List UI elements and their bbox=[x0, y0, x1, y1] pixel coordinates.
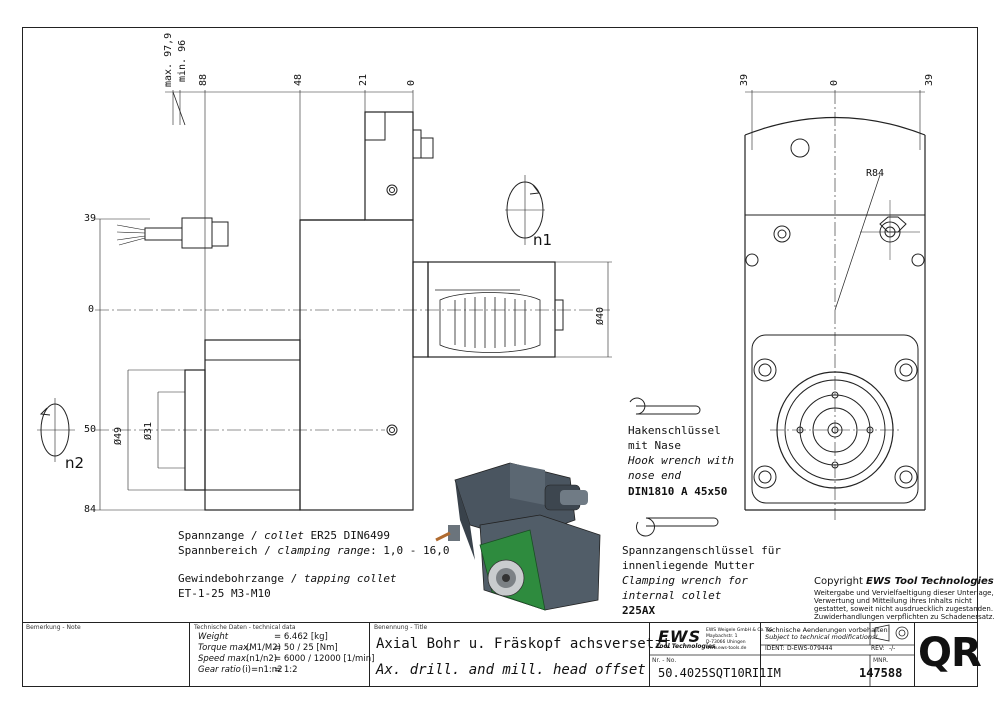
tech-row-torque-value: = 50 / 25 [Nm] bbox=[274, 643, 338, 653]
product-3d-render bbox=[435, 462, 601, 611]
tb-tech-label: Technische Daten - technical data bbox=[194, 624, 296, 631]
note-clampwrench-en2: internal collet bbox=[622, 589, 722, 602]
no-label: Nr. - No. bbox=[652, 657, 677, 664]
ews-logo: EWS bbox=[658, 627, 702, 646]
copyright-line3: gestattet, soweit nicht ausdruecklich zu… bbox=[814, 605, 994, 613]
tb-title-label: Benennung - Title bbox=[374, 624, 428, 631]
dim-48: 48 bbox=[293, 73, 304, 86]
ews-logo-sub: Tool Technologies bbox=[656, 643, 716, 650]
tech-row-torque-key: (M1/M2) bbox=[246, 643, 281, 653]
dim-21: 21 bbox=[358, 73, 369, 86]
note-clampwrench-en1: Clamping wrench for bbox=[622, 574, 748, 587]
dim-50-left: 50 bbox=[84, 424, 97, 435]
notice-en: Subject to technical modifications! bbox=[765, 633, 878, 641]
mnr-label: MNR. bbox=[873, 657, 889, 664]
tech-row-gear-label: Gear ratio bbox=[198, 665, 241, 675]
rotation-label-n2: n2 bbox=[65, 454, 85, 472]
note-clampwrench-spec: 225AX bbox=[622, 604, 656, 617]
tech-row-speed-value: = 6000 / 12000 [1/min] bbox=[274, 654, 375, 664]
note-collet: Spannzange / collet ER25 DIN6499 bbox=[178, 529, 390, 542]
note-tapping: Gewindebohrzange / tapping collet bbox=[178, 572, 397, 585]
note-clamping-range: Spannbereich / clamping range: 1,0 - 16,… bbox=[178, 544, 450, 557]
tech-row-gear-value: = 1:2 bbox=[274, 665, 298, 675]
dim-diam-40: Ø40 bbox=[595, 306, 606, 325]
tb-notice-cell: Technische Aenderungen vorbehalten! Subj… bbox=[760, 622, 915, 687]
tb-tech-cell: Technische Daten - technical data Weight… bbox=[190, 622, 374, 687]
note-hook-en2: nose end bbox=[628, 469, 681, 482]
note-hook-de1: Hakenschlüssel bbox=[628, 424, 721, 437]
tech-row-speed-label: Speed max. bbox=[198, 654, 249, 664]
tb-logo-cell: EWS Tool Technologies EWS Weigele GmbH &… bbox=[650, 622, 781, 687]
company-web: www.ews-tools.de bbox=[706, 646, 747, 651]
tb-remark-label: Bemerkung - Note bbox=[26, 624, 81, 631]
copyright-line2: Verwertung und Mitteilung ihres Inhalts … bbox=[814, 597, 972, 605]
dim-0-top: 0 bbox=[406, 79, 417, 86]
tech-row-weight-value: = 6.462 [kg] bbox=[274, 632, 328, 642]
tech-row-speed-key: (n1/n2) bbox=[246, 654, 278, 664]
dim-front-39-left: 39 bbox=[739, 73, 750, 86]
note-clampwrench-de2: innenliegende Mutter bbox=[622, 559, 755, 572]
part-number: 50.4025SQT10RI1IM bbox=[658, 666, 781, 680]
note-tapping-spec: ET-1-25 M3-M10 bbox=[178, 587, 271, 600]
tech-row-torque-label: Torque max. bbox=[198, 643, 251, 653]
note-hook-de2: mit Nase bbox=[628, 439, 681, 452]
drawing-frame bbox=[22, 27, 978, 687]
tb-remark-cell: Bemerkung - Note bbox=[22, 622, 190, 687]
dim-0-left: 0 bbox=[88, 304, 95, 315]
note-clampwrench-de1: Spannzangenschlüssel für bbox=[622, 544, 781, 557]
dim-front-39-right: 39 bbox=[924, 73, 935, 86]
dim-diam-31: Ø31 bbox=[143, 421, 154, 440]
dim-front-0: 0 bbox=[829, 79, 840, 86]
note-hook-spec: DIN1810 A 45x50 bbox=[628, 485, 728, 498]
ident-label: IDENT: bbox=[765, 645, 785, 652]
dim-84-left: 84 bbox=[84, 504, 97, 515]
qr-label: QR bbox=[918, 630, 982, 676]
tech-row-weight-label: Weight bbox=[198, 632, 229, 642]
copyright-line4: Zuwiderhandlungen verpflichten zu Schade… bbox=[814, 613, 995, 621]
note-hook-en1: Hook wrench with bbox=[628, 454, 734, 467]
company-city: D-73066 Uhingen bbox=[706, 640, 746, 645]
title-german: Axial Bohr u. Fräskopf achsversetzt bbox=[376, 636, 672, 652]
rev-value: -/- bbox=[889, 645, 896, 652]
title-block bbox=[22, 622, 978, 687]
tech-row-gear-key: (i)=n1:n2 bbox=[242, 665, 283, 675]
mnr-value: 147588 bbox=[859, 666, 903, 680]
notice-de: Technische Aenderungen vorbehalten! bbox=[765, 626, 891, 634]
ident-value: D-EWS-079444 bbox=[787, 645, 833, 652]
tb-title-cell: Benennung - Title Axial Bohr u. Fräskopf… bbox=[370, 622, 671, 687]
title-english: Ax. drill. and mill. head offset bbox=[376, 662, 646, 678]
rotation-label-n1: n1 bbox=[533, 231, 553, 249]
dim-min: min. 96 bbox=[177, 39, 188, 82]
dim-max: max. 97,9 bbox=[163, 32, 174, 87]
dim-diam-49: Ø49 bbox=[113, 426, 124, 445]
dim-radius: R84 bbox=[866, 168, 885, 179]
dim-88: 88 bbox=[198, 73, 209, 86]
copyright-title: Copyright EWS Tool Technologies bbox=[814, 576, 994, 587]
company-name: EWS Weigele GmbH & Co. KG bbox=[706, 628, 773, 633]
copyright-line1: Weitergabe und Vervielfaeltigung dieser … bbox=[814, 589, 994, 597]
dim-39-left: 39 bbox=[84, 213, 97, 224]
company-street: Maybachstr. 1 bbox=[706, 634, 738, 639]
rev-label: REV: bbox=[871, 645, 885, 652]
